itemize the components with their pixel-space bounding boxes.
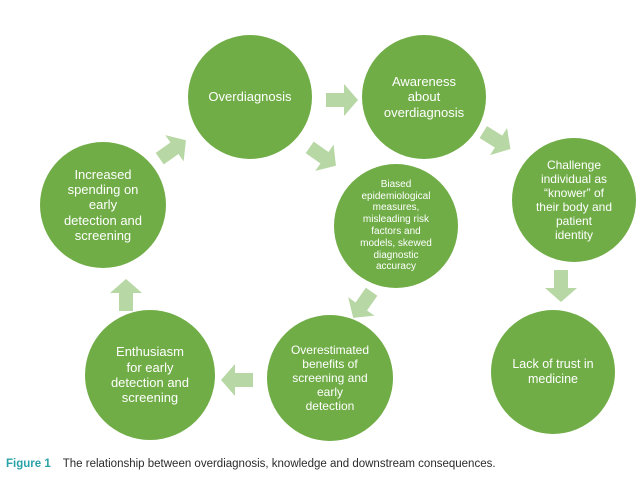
caption-text: The relationship between overdiagnosis, … [62,458,496,470]
node-circle-enthusiasm [85,310,215,440]
node-circle-lack-trust [491,310,615,434]
flow-arrow-2 [479,126,511,156]
node-circle-biased [334,164,458,288]
diagram [40,35,636,441]
flow-arrow-3 [305,141,336,171]
node-circle-overestimated [267,315,393,441]
flow-arrow-5 [348,287,378,318]
figure-caption: Figure 1 The relationship between overdia… [6,458,636,470]
node-circle-awareness [362,35,486,159]
node-circle-spending [40,142,166,268]
flow-arrow-4 [545,270,577,302]
node-circle-overdiagnosis [188,35,312,159]
flow-arrow-7 [110,279,142,311]
node-circle-challenge [512,138,636,262]
flow-arrow-1 [326,84,358,116]
flow-arrow-8 [155,135,186,165]
figure-label: Figure 1 [6,458,51,470]
flow-arrow-6 [221,364,253,396]
